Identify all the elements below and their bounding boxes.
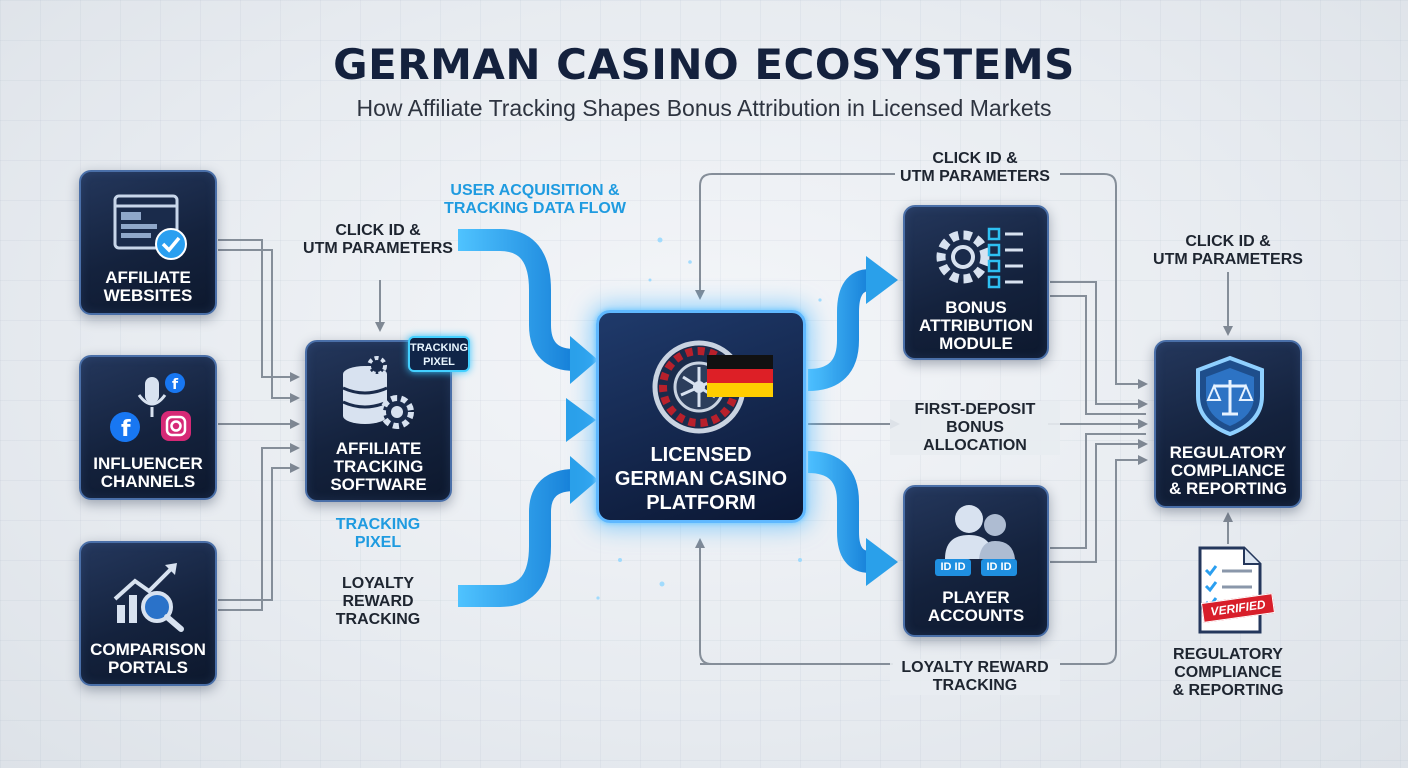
bonus-attribution-module-label: BONUS ATTRIBUTION MODULE (919, 298, 1033, 353)
tracking-pixel-badge: TRACKING PIXEL (408, 336, 470, 372)
influencer-channels-label: INFLUENCER CHANNELS (93, 454, 203, 491)
svg-text:f: f (121, 417, 131, 442)
tracking-pixel-annotation: TRACKING PIXEL (335, 516, 421, 551)
social-media-icon: f f (110, 373, 191, 442)
player-accounts-node[interactable]: ID ID ID ID PLAYER ACCOUNTS (903, 485, 1049, 637)
affiliate-websites-node[interactable]: AFFILIATE WEBSITES (79, 170, 217, 315)
connector-comparison-2 (218, 463, 300, 601)
compliance-document-annotation: REGULATORY COMPLIANCE & REPORTING (1172, 646, 1284, 699)
flow-arrow-bottom (458, 469, 576, 607)
users-icon (945, 505, 1015, 559)
flow-arrow-to-players (807, 451, 871, 573)
flow-arrow-to-bonus (807, 269, 872, 391)
bonus-attribution-module-node[interactable]: BONUS ATTRIBUTION MODULE (903, 205, 1049, 360)
gear-checklist-icon (936, 227, 1023, 289)
hub-label: LICENSED GERMAN CASINO PLATFORM (614, 444, 788, 514)
chart-magnifier-icon (113, 563, 184, 632)
player-id-tag: ID ID (935, 559, 971, 576)
comparison-portals-node[interactable]: COMPARISON PORTALS (79, 541, 217, 686)
affiliate-websites-label: AFFILIATE WEBSITES (103, 268, 193, 305)
regulatory-compliance-label: REGULATORY COMPLIANCE & REPORTING (1168, 443, 1288, 498)
page-subtitle: How Affiliate Tracking Shapes Bonus Attr… (356, 95, 1052, 121)
click-id-left-annotation: CLICK ID & UTM PARAMETERS (303, 222, 453, 257)
connector-affiliate-websites (218, 239, 300, 382)
comparison-portals-label: COMPARISON PORTALS (90, 640, 206, 677)
roulette-flag-icon (652, 340, 773, 434)
first-deposit-annotation: FIRST-DEPOSIT BONUS ALLOCATION (890, 401, 1060, 455)
webpage-check-icon (113, 194, 187, 260)
licensed-casino-platform-hub[interactable]: LICENSED GERMAN CASINO PLATFORM (596, 310, 806, 523)
connector-affiliate-websites-2 (218, 249, 300, 403)
shield-scales-icon (1196, 355, 1264, 437)
loyalty-left-annotation: LOYALTY REWARD TRACKING (335, 575, 421, 628)
player-id-tag: ID ID (981, 559, 1017, 576)
affiliate-tracking-software-label: AFFILIATE TRACKING SOFTWARE (330, 439, 427, 494)
page-title: GERMAN CASINO ECOSYSTEMS (333, 40, 1075, 89)
loyalty-bottom-annotation: LOYALTY REWARD TRACKING (890, 659, 1060, 695)
regulatory-compliance-node[interactable]: REGULATORY COMPLIANCE & REPORTING (1154, 340, 1302, 508)
influencer-channels-node[interactable]: f f INFLUENCER CHANNELS (79, 355, 217, 500)
connector-comparison (218, 443, 300, 611)
click-id-top-annotation: CLICK ID & UTM PARAMETERS (900, 150, 1050, 185)
database-gear-icon (342, 356, 414, 429)
user-acquisition-annotation: USER ACQUISITION & TRACKING DATA FLOW (444, 182, 626, 217)
click-id-right-annotation: CLICK ID & UTM PARAMETERS (1153, 233, 1303, 268)
connector-top-loop (699, 173, 895, 298)
svg-text:f: f (172, 377, 179, 393)
flow-arrow-top (458, 229, 576, 371)
player-accounts-label: PLAYER ACCOUNTS (927, 588, 1025, 625)
